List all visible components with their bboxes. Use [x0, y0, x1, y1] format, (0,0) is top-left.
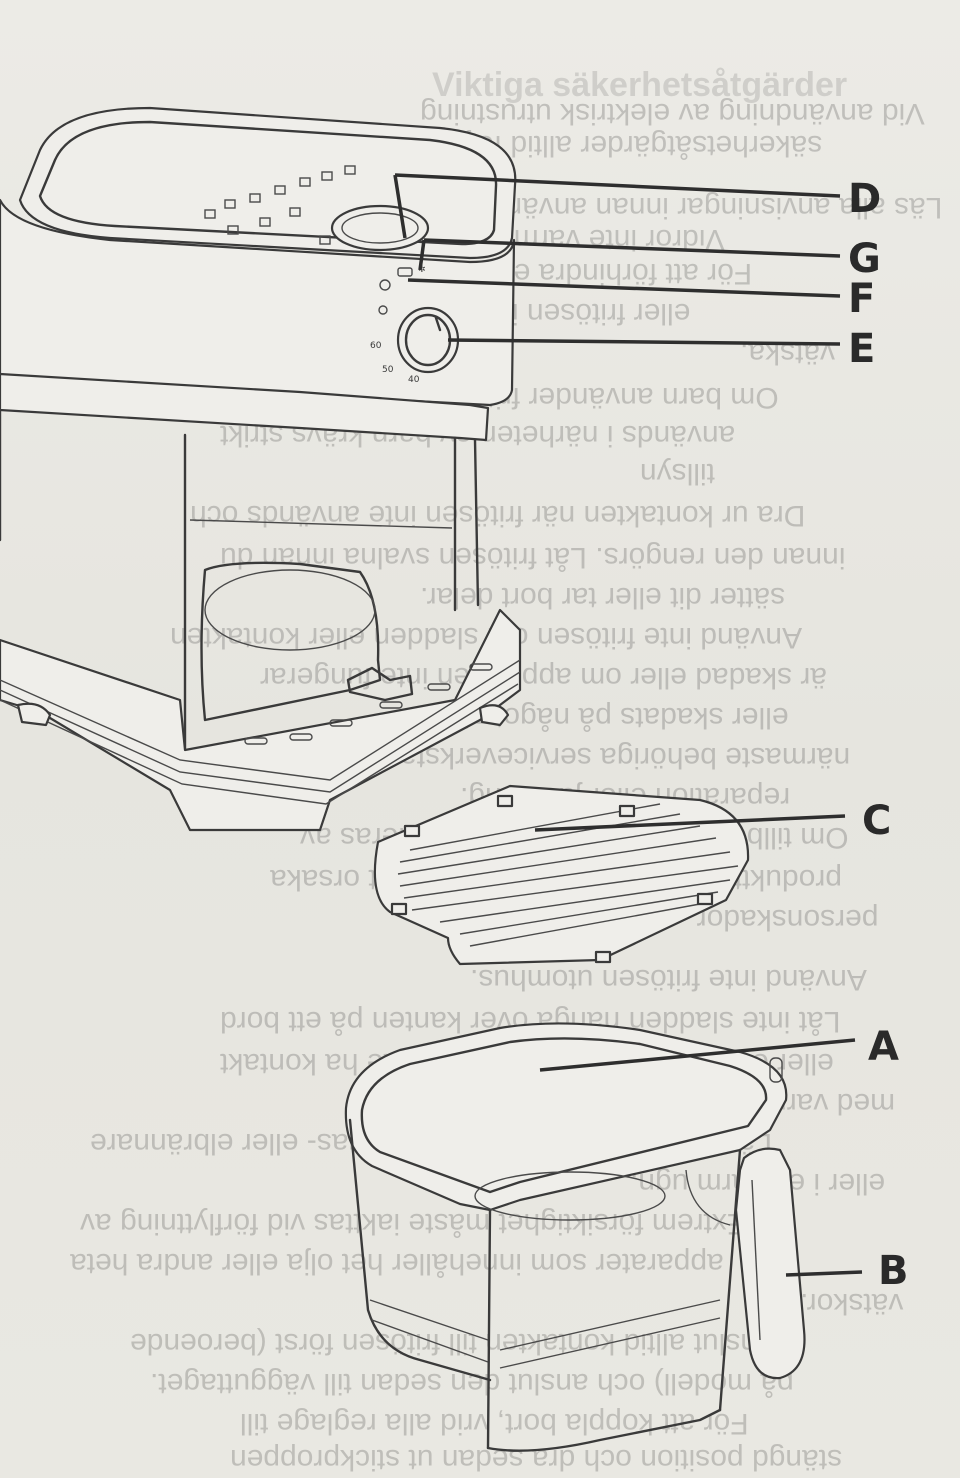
callout-line-g: [423, 238, 841, 258]
indicator-light: [397, 267, 413, 277]
vent-slots: [244, 663, 493, 745]
grill-foot: [696, 892, 714, 906]
grill-plate: [373, 784, 750, 966]
callout-line-d: [394, 173, 841, 198]
callout-label-c: C: [862, 798, 891, 844]
callout-line-e: [447, 338, 841, 346]
callout-label-e: E: [848, 326, 875, 372]
program-icons: [204, 165, 356, 245]
callout-label-a: A: [868, 1024, 899, 1070]
temp-mark-50: 50: [382, 365, 394, 375]
callout-line-a: [539, 1038, 856, 1072]
air-fryer-unit: ✲ 60 50 40: [0, 106, 522, 832]
basket-handle: [734, 1147, 806, 1380]
fan-icon: ✲: [418, 265, 426, 275]
callout-line-c: [534, 814, 846, 832]
callout-label-g: G: [848, 236, 881, 282]
callout-line-b: [785, 1270, 863, 1277]
callout-line-g: [418, 239, 426, 271]
timer-icon: [378, 305, 388, 315]
callout-line-d: [393, 174, 407, 239]
callout-label-b: B: [878, 1248, 909, 1294]
callout-label-f: F: [848, 276, 875, 322]
grill-foot: [618, 804, 636, 818]
grill-foot: [403, 824, 421, 838]
handle-latch: [769, 1057, 783, 1083]
grill-foot: [390, 902, 408, 916]
callout-label-d: D: [848, 176, 881, 222]
grill-ribs: [397, 803, 739, 947]
grill-foot: [594, 950, 612, 964]
callout-line-f: [407, 278, 841, 298]
callouts: D G F E C A B: [393, 173, 909, 1294]
temp-mark-60: 60: [370, 341, 382, 351]
drawer-release-tab: [346, 666, 414, 702]
grill-foot: [496, 794, 514, 808]
power-icon: [379, 279, 391, 291]
basket: [344, 1022, 806, 1452]
temp-mark-40: 40: [408, 375, 420, 385]
temperature-dial: 60 50 40: [370, 306, 460, 385]
